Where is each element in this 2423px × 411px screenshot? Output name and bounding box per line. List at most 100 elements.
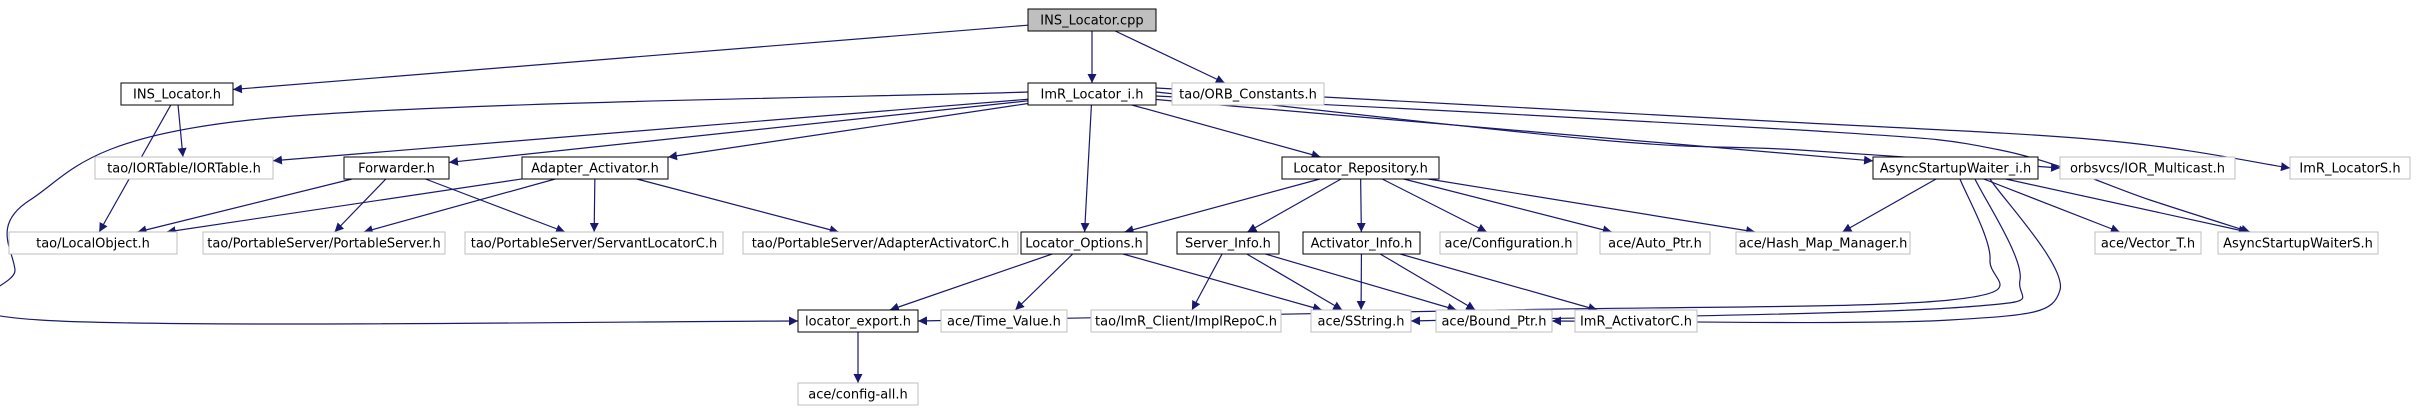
node-box [2289, 156, 2411, 180]
node-box [1090, 309, 1282, 333]
node-servantlocatorc-h: tao/PortableServer/ServantLocatorC.h [464, 231, 724, 255]
edge-imr_locator_i_h-to-locator_options_h [1080, 104, 1093, 233]
node-label: ace/Vector_T.h [2101, 237, 2195, 252]
edge-asyncstartupwaiter_i_h-to-hash_map_manager_h [1842, 178, 1937, 233]
node-ins-locator-cpp: INS_Locator.cpp [1027, 8, 1157, 32]
node-label: ImR_LocatorS.h [2299, 162, 2400, 177]
node-label: ImR_ActivatorC.h [1580, 315, 1692, 330]
node-portableserver-h: tao/PortableServer/PortableServer.h [202, 231, 446, 255]
edge-locator_repository_h-to-activator_info_h [1356, 178, 1366, 233]
edge-asyncstartupwaiter_i_h-to-sstring_h [1410, 178, 2024, 326]
node-label: Locator_Options.h [1025, 237, 1143, 252]
node-box [742, 231, 1019, 255]
node-label: INS_Locator.h [133, 88, 221, 103]
edge-adapter_activator_h-to-servantlocatorc_h [589, 178, 599, 233]
node-orb-constants-h: tao/ORB_Constants.h [1171, 82, 1325, 106]
node-label: ace/Configuration.h [1444, 237, 1572, 252]
node-asyncstartupwaiter-i-h[interactable]: AsyncStartupWaiter_i.h [1872, 156, 2039, 180]
edge-locator_options_h-to-locator_export_h [889, 253, 1053, 312]
node-box [797, 309, 919, 333]
node-box [464, 231, 724, 255]
node-label: tao/PortableServer/PortableServer.h [207, 237, 440, 252]
node-configuration-h: ace/Configuration.h [1439, 231, 1578, 255]
node-locator-options-h[interactable]: Locator_Options.h [1020, 231, 1148, 255]
node-label: tao/ImR_Client/ImplRepoC.h [1095, 315, 1277, 330]
edge-locator_options_h-to-sstring_h [1122, 253, 1323, 312]
node-config-all-h: ace/config-all.h [797, 382, 919, 406]
node-label: INS_Locator.cpp [1040, 14, 1143, 29]
edges-layer [0, 24, 2291, 383]
node-localobject-h: tao/LocalObject.h [8, 231, 178, 255]
node-label: tao/PortableServer/AdapterActivatorC.h [752, 237, 1010, 252]
edge-adapter_activator_h-to-localobject_h [166, 178, 523, 236]
node-forwarder-h[interactable]: Forwarder.h [343, 156, 450, 180]
edge-imr_locator_i_h-to-asyncstartupwaiter_i_h [1155, 98, 1874, 165]
node-server-info-h[interactable]: Server_Info.h [1176, 231, 1280, 255]
node-box [1020, 231, 1148, 255]
edge-locator_repository_h-to-locator_options_h [1124, 178, 1321, 234]
node-label: orbsvcs/IOR_Multicast.h [2070, 162, 2225, 177]
node-asyncstartupwaiters-h: AsyncStartupWaiterS.h [2217, 231, 2379, 255]
node-box [1281, 156, 1440, 180]
node-label: tao/PortableServer/ServantLocatorC.h [471, 237, 718, 252]
node-box [1310, 309, 1412, 333]
node-label: Server_Info.h [1185, 237, 1271, 252]
edge-locator_options_h-to-time_value_h [1014, 253, 1074, 311]
node-label: AsyncStartupWaiter_i.h [1880, 162, 2032, 177]
node-bound-ptr-h: ace/Bound_Ptr.h [1435, 309, 1553, 333]
node-label: ace/SString.h [1318, 315, 1405, 330]
node-box [2217, 231, 2379, 255]
node-box [2094, 231, 2202, 255]
node-adapter-activator-h[interactable]: Adapter_Activator.h [521, 156, 669, 180]
node-box [1872, 156, 2039, 180]
node-label: AsyncStartupWaiterS.h [2223, 237, 2373, 252]
edge-imr_locator_i_h-to-locator_export_h [0, 91, 1029, 326]
node-sstring-h: ace/SString.h [1310, 309, 1412, 333]
node-box [120, 82, 234, 106]
node-label: Adapter_Activator.h [531, 162, 659, 177]
node-label: ace/Bound_Ptr.h [1441, 315, 1546, 330]
node-label: ImR_Locator_i.h [1041, 88, 1144, 103]
node-box [1435, 309, 1553, 333]
edge-activator_info_h-to-imr_activatorc_h [1400, 253, 1598, 312]
node-locator-repository-h[interactable]: Locator_Repository.h [1281, 156, 1440, 180]
edge-asyncstartupwaiter_i_h-to-vector_t_h [1983, 178, 2120, 233]
node-label: ace/Hash_Map_Manager.h [1739, 237, 1908, 252]
node-label: ace/config-all.h [808, 388, 908, 403]
edge-imr_locator_i_h-to-forwarder_h [448, 100, 1029, 166]
node-box [202, 231, 446, 255]
edge-server_info_h-to-implrepoc_h [1191, 253, 1223, 311]
node-imr-locators-h: ImR_LocatorS.h [2289, 156, 2411, 180]
node-label: ace/Auto_Ptr.h [1608, 237, 1702, 252]
node-box [1302, 231, 1421, 255]
node-ins-locator-h[interactable]: INS_Locator.h [120, 82, 234, 106]
edge-imr_locator_i_h-to-iortable_h [272, 98, 1029, 165]
node-label: locator_export.h [805, 315, 911, 330]
node-adapteractivatorc-h: tao/PortableServer/AdapterActivatorC.h [742, 231, 1019, 255]
node-label: tao/LocalObject.h [36, 237, 150, 252]
edge-ins_locator_cpp-to-ins_locator_h [232, 24, 1029, 94]
edge-adapter_activator_h-to-adapteractivatorc_h [636, 178, 839, 235]
node-box [1439, 231, 1578, 255]
node-implrepoc-h: tao/ImR_Client/ImplRepoC.h [1090, 309, 1282, 333]
edge-activator_info_h-to-bound_ptr_h [1379, 253, 1476, 311]
node-box [1574, 309, 1698, 333]
edge-locator_repository_h-to-hash_map_manager_h [1428, 178, 1756, 236]
edge-imr_locator_i_h-to-adapter_activator_h [667, 102, 1029, 161]
node-locator-export-h[interactable]: locator_export.h [797, 309, 919, 333]
edge-ins_locator_cpp-to-orb_constants_h [1114, 30, 1226, 84]
node-activator-info-h[interactable]: Activator_Info.h [1302, 231, 1421, 255]
node-box [2059, 156, 2236, 180]
node-hash-map-manager-h: ace/Hash_Map_Manager.h [1735, 231, 1911, 255]
edge-server_info_h-to-sstring_h [1246, 253, 1343, 311]
node-box [1735, 231, 1911, 255]
node-box [1171, 82, 1325, 106]
edge-adapter_activator_h-to-portableserver_h [363, 178, 556, 234]
node-ior-multicast-h: orbsvcs/IOR_Multicast.h [2059, 156, 2236, 180]
edge-imr_locator_i_h-to-imr_locators_h [1155, 87, 2291, 172]
node-box [8, 231, 178, 255]
edge-forwarder_h-to-localobject_h [137, 178, 353, 235]
edge-imr_locator_i_h-to-locator_repository_h [1131, 104, 1321, 159]
node-imr-locator-i-h[interactable]: ImR_Locator_i.h [1027, 82, 1157, 106]
